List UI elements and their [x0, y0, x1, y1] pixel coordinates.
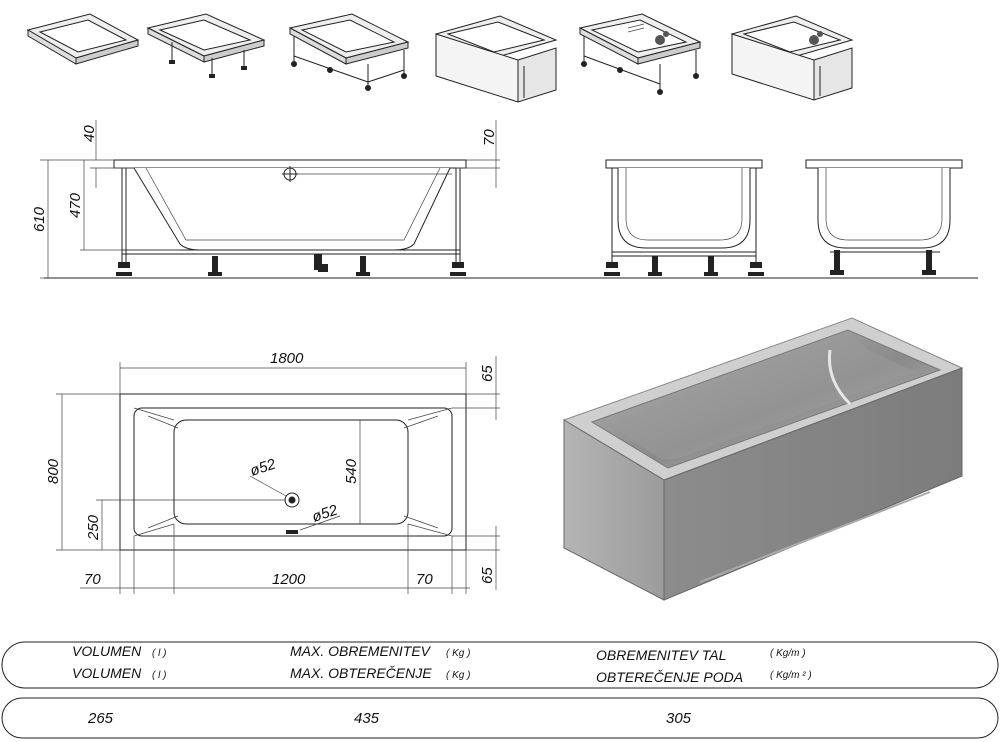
dim-plan-right-bottom: 65	[479, 567, 496, 584]
label-floor-load-1: OBREMENITEV TAL	[596, 647, 726, 663]
unit-floor-load-2: ( Kg/m ² )	[770, 670, 812, 681]
dim-plan-inner-width: 540	[343, 458, 360, 484]
end-view-legs	[805, 159, 963, 275]
dim-plan-left-margin: 70	[84, 571, 101, 588]
side-elevation-view: 610 470 40 70	[31, 120, 978, 279]
dim-plan-drain-offset: 250	[85, 514, 102, 541]
dim-plan-inner-length: 1200	[272, 571, 306, 588]
unit-volume-2: ( l )	[152, 670, 166, 681]
unit-max-load-2: ( Kg )	[446, 670, 470, 681]
variant-tub-panel	[434, 15, 558, 103]
unit-floor-load-1: ( Kg/m )	[770, 648, 806, 659]
variant-tub-frame	[288, 13, 410, 91]
dim-plan-width: 800	[45, 458, 62, 484]
variant-tub-panel-jets	[730, 15, 854, 101]
label-volume-1: VOLUMEN	[72, 643, 142, 659]
label-floor-load-2: OBTEREČENJE PODA	[596, 669, 743, 685]
unit-max-load-1: ( Kg )	[446, 648, 470, 659]
dim-plan-right-top: 65	[479, 365, 496, 382]
unit-volume-1: ( l )	[152, 648, 166, 659]
variant-tub-frame-jets	[578, 13, 702, 95]
value-max-load: 435	[354, 710, 380, 727]
value-volume: 265	[87, 710, 114, 727]
spec-table: VOLUMEN ( l ) VOLUMEN ( l ) MAX. OBREMEN…	[1, 641, 999, 739]
value-floor-load: 305	[666, 710, 692, 727]
plan-view: 1800 800 250 540 65 65 70 1200 70 ø52	[45, 350, 500, 594]
variant-tub-legs	[146, 13, 266, 78]
dim-plan-length: 1800	[270, 350, 304, 367]
bathtub-3d-render	[562, 317, 964, 601]
variant-thumbnails	[26, 13, 854, 103]
dim-side-inner-depth: 470	[67, 192, 84, 218]
dim-side-top-rim: 40	[81, 125, 98, 142]
dim-side-right-rim: 70	[481, 129, 498, 146]
dim-side-total-height: 610	[31, 206, 48, 232]
end-view-frame	[604, 159, 764, 276]
dim-plan-right-margin: 70	[416, 571, 433, 588]
label-volume-2: VOLUMEN	[72, 665, 142, 681]
variant-tub-plain	[26, 13, 140, 65]
label-max-load-1: MAX. OBREMENITEV	[290, 643, 432, 659]
label-max-load-2: MAX. OBTEREČENJE	[290, 665, 432, 681]
